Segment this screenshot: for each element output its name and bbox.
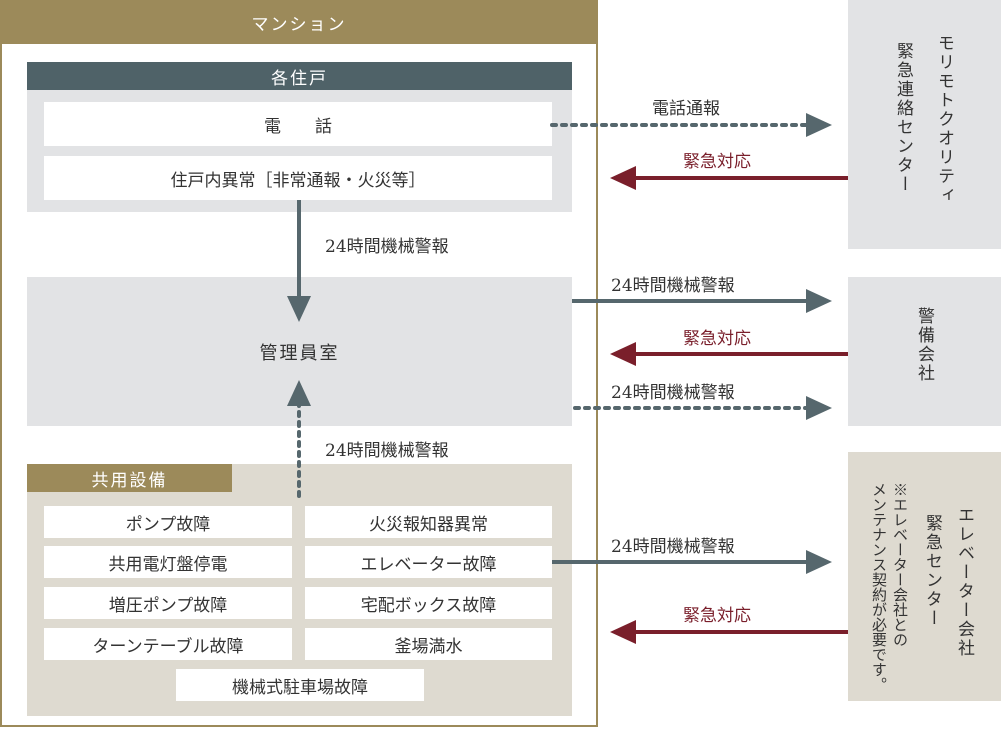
item-pit-flood: 釜場満水 — [305, 628, 552, 660]
item-fire-alarm: 火災報知器異常 — [305, 506, 552, 538]
mansion-title: マンション — [0, 0, 598, 44]
alarm24-label-common: 24時間機械警報 — [325, 441, 449, 461]
emergency-label-security: 緊急対応 — [683, 329, 751, 349]
elevator-center-box: エレベーター会社 緊急センター ※エレベーター会社との メンテナンス契約が必要で… — [848, 452, 1001, 701]
item-parking: 機械式駐車場故障 — [176, 669, 424, 701]
alarm24-label-security-dotted: 24時間機械警報 — [611, 383, 735, 403]
alarm24-label-unit: 24時間機械警報 — [325, 237, 449, 257]
alarm-to-security-dotted-arrowhead — [806, 396, 832, 420]
morimoto-center-line2: 緊急連絡センター — [893, 42, 913, 194]
item-pump-failure: ポンプ故障 — [44, 506, 292, 538]
alarm24-label-elevator: 24時間機械警報 — [611, 537, 735, 557]
alarm-to-elevator-arrowhead — [806, 550, 832, 574]
elevator-center-line1: エレベーター会社 — [954, 506, 974, 658]
alarm-to-security-arrowhead — [806, 289, 832, 313]
elevator-note-line2: メンテナンス契約が必要です。 — [870, 482, 888, 692]
emergency-arrowhead-security — [610, 342, 636, 366]
unit-to-management-arrowhead — [287, 296, 311, 322]
morimoto-center-box: モリモトクオリティ 緊急連絡センター — [848, 0, 1001, 249]
item-booster-pump: 増圧ポンプ故障 — [44, 587, 292, 619]
mansion-frame — [0, 0, 598, 727]
common-equipment-title: 共用設備 — [27, 464, 232, 492]
item-turntable: ターンテーブル故障 — [44, 628, 292, 660]
item-elevator-failure: エレベーター故障 — [305, 546, 552, 578]
emergency-arrowhead-morimoto — [610, 166, 636, 190]
alarm24-label-security-solid: 24時間機械警報 — [611, 276, 735, 296]
common-to-management-arrowhead — [287, 380, 311, 406]
phone-report-arrowhead — [806, 113, 832, 137]
emergency-label-morimoto: 緊急対応 — [683, 152, 751, 172]
emergency-label-elevator: 緊急対応 — [683, 606, 751, 626]
elevator-center-line2: 緊急センター — [922, 514, 942, 628]
unit-anomaly-box: 住戸内異常［非常通報・火災等］ — [44, 156, 552, 200]
security-company-label: 警備会社 — [914, 307, 934, 383]
unit-title: 各住戸 — [27, 62, 572, 90]
security-company-box: 警備会社 — [848, 277, 1001, 426]
emergency-arrowhead-elevator — [610, 620, 636, 644]
phone-report-label: 電話通報 — [652, 99, 720, 119]
phone-box: 電 話 — [44, 102, 552, 146]
item-delivery-box: 宅配ボックス故障 — [305, 587, 552, 619]
morimoto-center-line1: モリモトクオリティ — [934, 34, 954, 205]
elevator-note-line1: ※エレベーター会社との — [891, 482, 909, 647]
item-lighting-panel: 共用電灯盤停電 — [44, 546, 292, 578]
